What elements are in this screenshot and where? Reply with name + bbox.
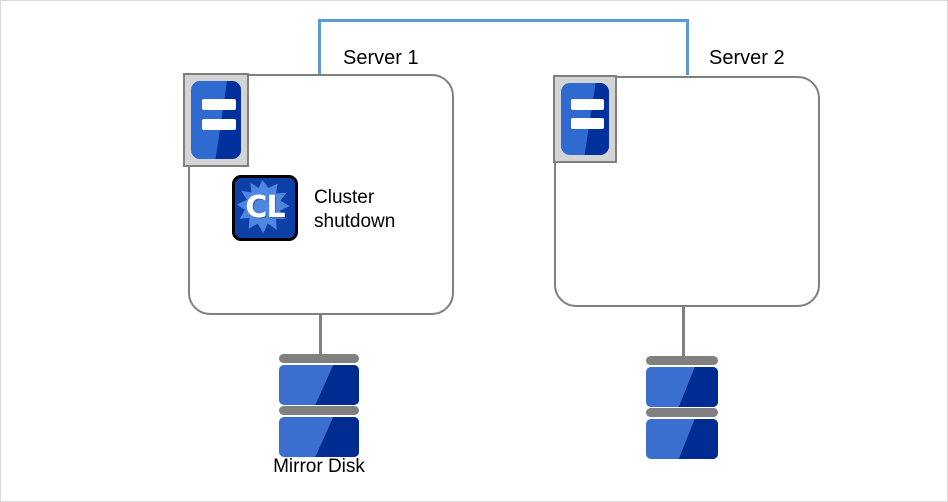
disk-bar-middle xyxy=(646,408,718,417)
disk-bar-middle xyxy=(279,406,359,415)
disk-platter-lower xyxy=(646,419,718,459)
disk-bar-top xyxy=(279,354,359,363)
server1-label: Server 1 xyxy=(343,47,419,69)
mirror-disk-1-label: Mirror Disk xyxy=(273,456,365,477)
server-icon-body xyxy=(561,83,609,155)
cluster-shutdown-label-line1: Cluster xyxy=(314,187,375,208)
mirror-disk-2[interactable] xyxy=(646,356,718,459)
disk-platter-upper xyxy=(646,367,718,407)
server-icon-bar-bottom xyxy=(202,119,236,130)
cluster-cl-icon[interactable]: CL xyxy=(232,175,298,241)
server1-machine-icon xyxy=(183,73,249,167)
cluster-shutdown-label-line2: shutdown xyxy=(314,210,396,232)
cl-icon-splash-shape xyxy=(236,179,290,234)
server-icon-body xyxy=(191,81,241,159)
server-icon-bar-bottom xyxy=(571,118,604,129)
interconnect-right-segment xyxy=(686,19,689,75)
server2-label: Server 2 xyxy=(709,47,785,69)
cluster-shutdown-label: Cluster shutdown xyxy=(314,186,395,234)
server2-disk-cable xyxy=(682,307,685,358)
disk-platter-upper xyxy=(279,365,359,405)
server1-disk-cable xyxy=(319,314,322,358)
mirror-disk-1[interactable] xyxy=(279,354,359,457)
disk-platter-lower xyxy=(279,417,359,457)
interconnect-top-segment xyxy=(318,19,689,22)
server2-machine-icon xyxy=(553,75,617,163)
disk-bar-top xyxy=(646,356,718,365)
server-icon-bar-top xyxy=(202,99,236,110)
cl-icon-text: CL xyxy=(245,190,285,225)
server-icon-bar-top xyxy=(571,99,604,110)
interconnect-left-segment xyxy=(318,19,321,75)
